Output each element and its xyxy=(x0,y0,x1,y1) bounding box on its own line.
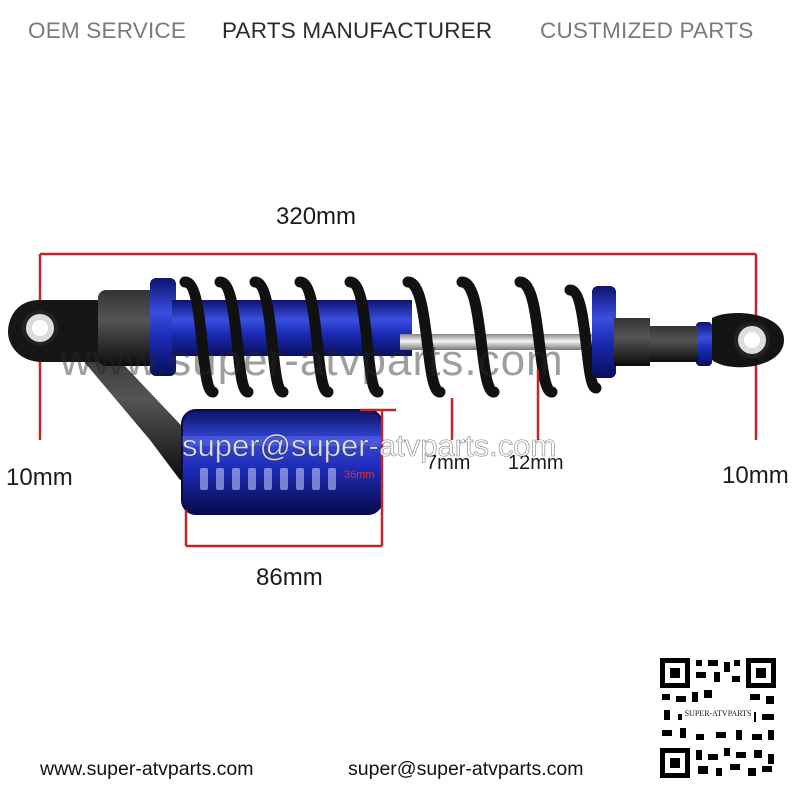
gas-reservoir xyxy=(181,409,383,515)
reservoir-dimension xyxy=(184,408,396,548)
reservoir-diameter-label: 36mm xyxy=(344,469,375,481)
qr-caption: SUPER-ATVPARTS xyxy=(684,709,752,718)
spring-wire-label: 7mm xyxy=(426,452,471,474)
left-mount-eye xyxy=(8,300,110,362)
watermark-email: super@super-atvparts.com xyxy=(182,428,557,464)
top-collar xyxy=(150,278,176,376)
footer-website[interactable]: www.super-atvparts.com xyxy=(40,758,254,780)
overall-length-label: 320mm xyxy=(276,203,357,230)
lower-blue-nut xyxy=(696,322,712,366)
lower-collar xyxy=(592,286,616,378)
footer-email[interactable]: super@super-atvparts.com xyxy=(348,758,584,780)
reservoir-length-label: 86mm xyxy=(256,564,323,591)
lower-mount-body xyxy=(614,318,650,366)
spring-pointer-lines xyxy=(450,370,540,440)
lower-neck xyxy=(650,326,698,362)
header-customized-parts: CUSTMIZED PARTS xyxy=(540,18,754,43)
header-bar: OEM SERVICE PARTS MANUFACTURER CUSTMIZED… xyxy=(0,18,800,48)
left-eye-label: 10mm xyxy=(6,464,73,491)
coil-spring xyxy=(179,276,602,398)
right-eye-label: 10mm xyxy=(722,462,789,489)
top-cap xyxy=(98,290,158,366)
header-oem-service: OEM SERVICE xyxy=(28,18,187,43)
header-parts-manufacturer: PARTS MANUFACTURER xyxy=(222,18,493,43)
reservoir-arm xyxy=(70,345,200,480)
qr-code xyxy=(660,658,776,778)
watermark-website: www.super-atvparts.com xyxy=(60,336,564,385)
rod-label: 12mm xyxy=(508,452,564,474)
right-mount-eye xyxy=(712,313,784,368)
